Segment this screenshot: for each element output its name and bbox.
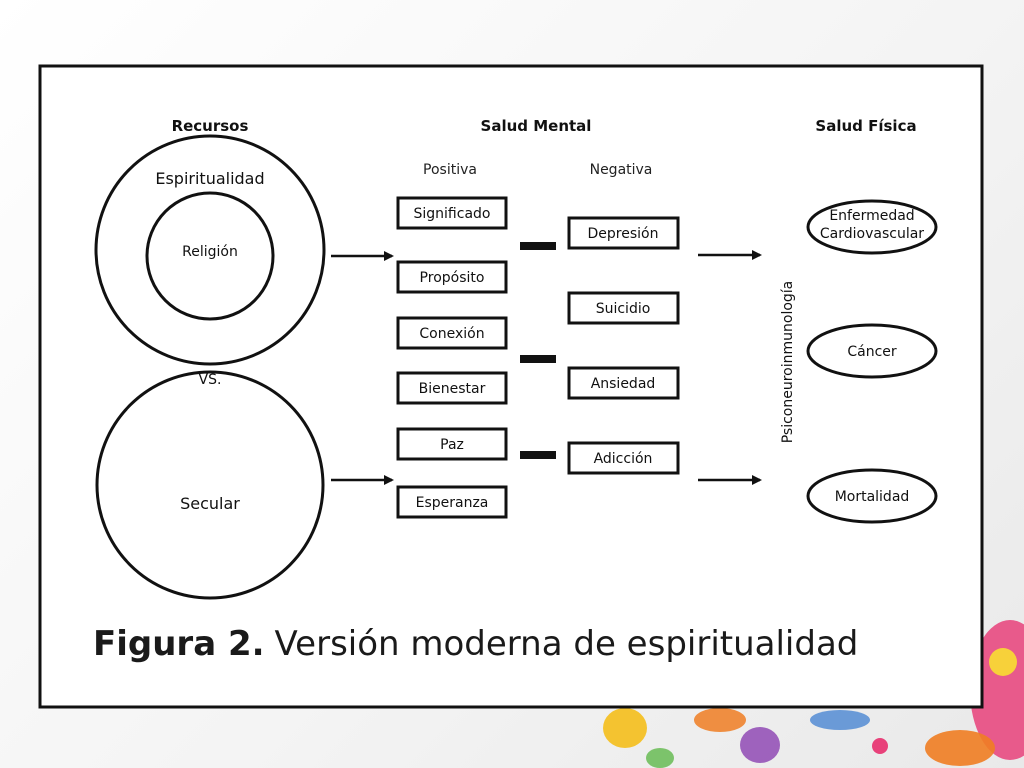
- negative-box: [567, 291, 680, 325]
- header-salud-mental: Salud Mental: [481, 117, 592, 135]
- physical-label: Mortalidad: [835, 489, 910, 505]
- caption-label: Figura 2.: [93, 624, 265, 664]
- physical-label: Enfermedad: [829, 208, 914, 224]
- negative-box: [567, 216, 680, 250]
- positive-label: Propósito: [420, 270, 485, 286]
- positive-label: Bienestar: [419, 381, 486, 397]
- positive-label: Conexión: [419, 326, 484, 342]
- positive-label: Significado: [414, 206, 491, 222]
- vs-label: VS.: [199, 372, 222, 388]
- figure-caption: Figura 2.Versión moderna de espiritualid…: [93, 624, 858, 664]
- caption-text: Versión moderna de espiritualidad: [275, 624, 859, 664]
- positive-box: [396, 196, 508, 230]
- physical-label: Cáncer: [847, 344, 897, 360]
- positive-box: [396, 371, 508, 405]
- secular-label: Secular: [180, 494, 240, 513]
- positive-box: [396, 316, 508, 350]
- physical-ellipse: [806, 199, 938, 255]
- minus-sign: [520, 451, 556, 459]
- physical-ellipse: [806, 323, 938, 379]
- subheader-negativa: Negativa: [590, 162, 653, 178]
- subheader-positiva: Positiva: [423, 162, 477, 178]
- mediator-label: Psiconeuroinmunología: [780, 281, 796, 444]
- positive-box: [396, 260, 508, 294]
- religion-label: Religión: [182, 244, 238, 260]
- positive-box: [396, 427, 508, 461]
- positive-list: Significado Propósito Conexión Bienestar…: [396, 196, 508, 519]
- negative-label: Adicción: [594, 451, 653, 467]
- secular-circle: [95, 370, 325, 600]
- positive-box: [396, 485, 508, 519]
- positive-label: Paz: [440, 437, 464, 453]
- physical-label: Cardiovascular: [820, 226, 924, 242]
- negative-label: Depresión: [588, 226, 659, 242]
- religion-circle: [145, 191, 275, 321]
- espiritualidad-label: Espiritualidad: [155, 169, 264, 188]
- negative-box: [567, 366, 680, 400]
- negative-box: [567, 441, 680, 475]
- positive-label: Esperanza: [416, 495, 489, 511]
- header-recursos: Recursos: [172, 117, 249, 135]
- negative-list: Depresión Suicidio Ansiedad Adicción: [567, 216, 680, 475]
- physical-ellipse: [806, 468, 938, 524]
- figure-frame: [38, 64, 984, 709]
- negative-label: Ansiedad: [591, 376, 656, 392]
- negative-label: Suicidio: [596, 301, 651, 317]
- decorative-blobs: [603, 620, 1024, 768]
- header-salud-fisica: Salud Física: [815, 117, 916, 135]
- minus-sign: [520, 242, 556, 250]
- espiritualidad-circle: [94, 134, 326, 366]
- minus-sign: [520, 355, 556, 363]
